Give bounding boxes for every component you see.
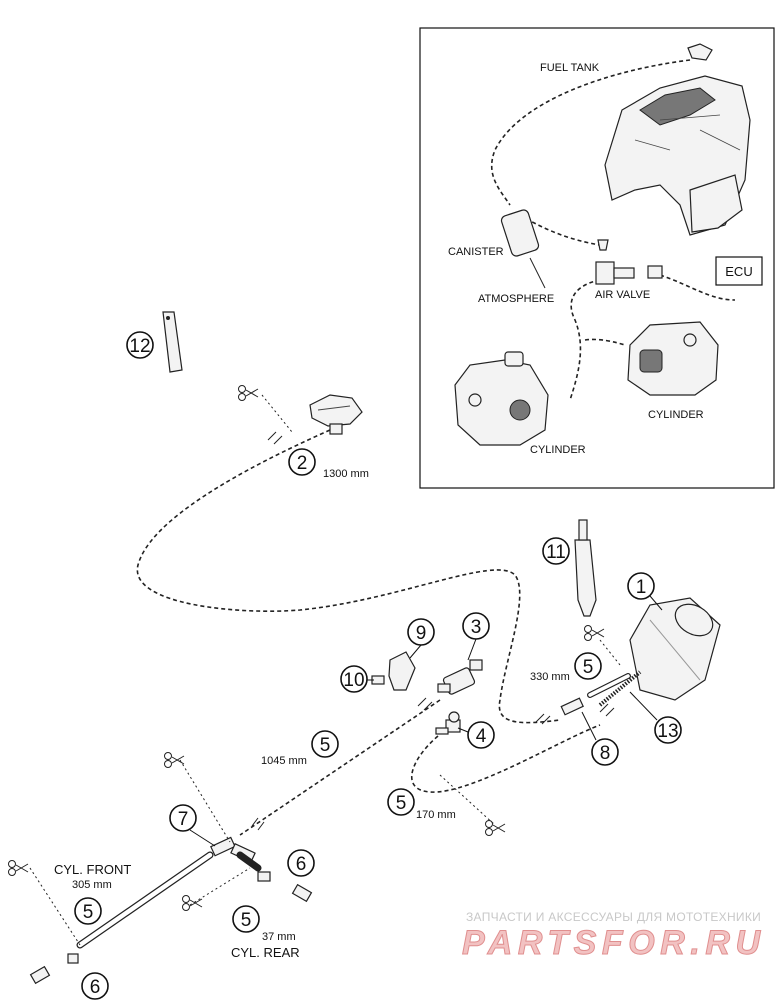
callout-4: 4: [467, 721, 495, 749]
svg-text:9: 9: [416, 623, 427, 644]
callout-3: 3: [462, 612, 490, 640]
callout-6-front: 6: [81, 972, 109, 1000]
cut-line-3: [189, 867, 251, 906]
callout-8: 8: [591, 738, 619, 766]
watermark-tagline: ЗАПЧАСТИ И АКСЕССУАРЫ ДЛЯ МОТОТЕХНИКИ: [466, 910, 761, 924]
part-8-fitting: [560, 697, 584, 716]
svg-text:8: 8: [600, 743, 611, 764]
inset-hose-valve-to-ecu: [659, 274, 736, 301]
hose-2-cut-line: [261, 394, 293, 433]
dim-hose-2: 1300 mm: [323, 468, 369, 480]
svg-text:11: 11: [546, 542, 566, 563]
callout-5-37: 5: [232, 905, 260, 933]
ecu-box: ECU: [715, 256, 763, 286]
svg-text:5: 5: [241, 910, 252, 931]
canister-illustration: [500, 209, 546, 289]
svg-text:5: 5: [396, 793, 407, 814]
part-13-spring: [598, 670, 642, 707]
svg-text:5: 5: [320, 735, 331, 756]
cylinder-right-illustration: [627, 321, 719, 396]
dim-hose-5-37: 37 mm: [262, 931, 296, 943]
part-1-canister: [629, 597, 721, 701]
callout-5-305: 5: [74, 897, 102, 925]
break-marks: [251, 431, 615, 831]
callout-13: 13: [654, 716, 682, 744]
part-6-rear: [257, 871, 271, 882]
part-9-bracket: [388, 651, 416, 691]
label-air-valve: AIR VALVE: [595, 289, 650, 301]
inset-hose-to-right-cylinder: [584, 338, 626, 346]
leader-lines: [189, 595, 663, 847]
inset-panel: ECU FUEL TANK CANISTER ATMOSPHERE AIR VA…: [419, 27, 775, 489]
hose-5-37: [236, 851, 262, 872]
callout-1: 1: [627, 572, 655, 600]
inset-hose-tank-to-canister: [490, 59, 691, 206]
scissors-icon: [584, 625, 605, 641]
callout-2: 2: [288, 448, 316, 476]
scissors-icon: [164, 752, 185, 768]
label-cyl-rear: CYL. REAR: [231, 945, 300, 960]
ecu-label: ECU: [725, 264, 752, 279]
svg-text:3: 3: [471, 617, 482, 638]
svg-text:10: 10: [343, 670, 364, 691]
svg-text:6: 6: [296, 854, 307, 875]
callout-11: 11: [542, 537, 570, 565]
hose-5-170: [410, 724, 601, 793]
scissors-icon: [485, 820, 506, 836]
label-cylinder-right: CYLINDER: [648, 409, 704, 421]
cut-line-2: [29, 867, 81, 946]
cut-line-4: [599, 639, 621, 666]
callout-12: 12: [126, 331, 154, 359]
callout-5-170: 5: [387, 788, 415, 816]
callout-9: 9: [407, 618, 435, 646]
part-11-bracket: [574, 519, 597, 617]
part-filler-cap: [309, 394, 363, 435]
svg-text:2: 2: [297, 453, 308, 474]
part-3-valve: [437, 659, 483, 695]
svg-text:5: 5: [583, 657, 594, 678]
svg-text:12: 12: [129, 336, 150, 357]
svg-text:4: 4: [476, 726, 487, 747]
dim-hose-5-305: 305 mm: [72, 879, 112, 891]
label-atmosphere: ATMOSPHERE: [478, 293, 554, 305]
label-fuel-tank: FUEL TANK: [540, 62, 600, 74]
part-4-t-piece: [435, 711, 461, 735]
callout-6-rear: 6: [287, 849, 315, 877]
watermark-logo: PARTSFOR.RU: [462, 924, 762, 962]
inset-hose-valve-to-cylinders: [569, 279, 601, 401]
part-12-clip: [162, 311, 183, 373]
svg-text:7: 7: [178, 809, 189, 830]
nipple-front: [29, 965, 51, 985]
cut-line-5: [439, 774, 496, 826]
svg-text:5: 5: [83, 902, 94, 923]
label-canister: CANISTER: [448, 246, 504, 258]
svg-text:1: 1: [636, 577, 647, 598]
nipple-rear: [291, 883, 313, 903]
cylinder-left-illustration: [454, 351, 549, 446]
label-cylinder-left: CYLINDER: [530, 444, 586, 456]
hose-5-1045: [239, 699, 441, 836]
scissors-icon: [238, 385, 259, 401]
dim-hose-5-1045: 1045 mm: [261, 755, 307, 767]
part-6-front: [67, 953, 79, 964]
dim-hose-5-170: 170 mm: [416, 809, 456, 821]
dim-hose-5-330: 330 mm: [530, 671, 570, 683]
callout-5-330: 5: [574, 652, 602, 680]
scissors-icon: [8, 860, 29, 876]
fuel-tank-illustration: [604, 43, 751, 236]
scissors-icon: [182, 895, 203, 911]
svg-text:13: 13: [657, 721, 678, 742]
callout-10: 10: [340, 665, 368, 693]
callout-7: 7: [169, 804, 197, 832]
cut-line-1: [179, 759, 231, 843]
callout-5-1045: 5: [311, 730, 339, 758]
label-cyl-front: CYL. FRONT: [54, 862, 131, 877]
air-valve-illustration: [595, 239, 663, 285]
hose-2-main: [136, 429, 561, 724]
svg-text:6: 6: [90, 977, 101, 998]
